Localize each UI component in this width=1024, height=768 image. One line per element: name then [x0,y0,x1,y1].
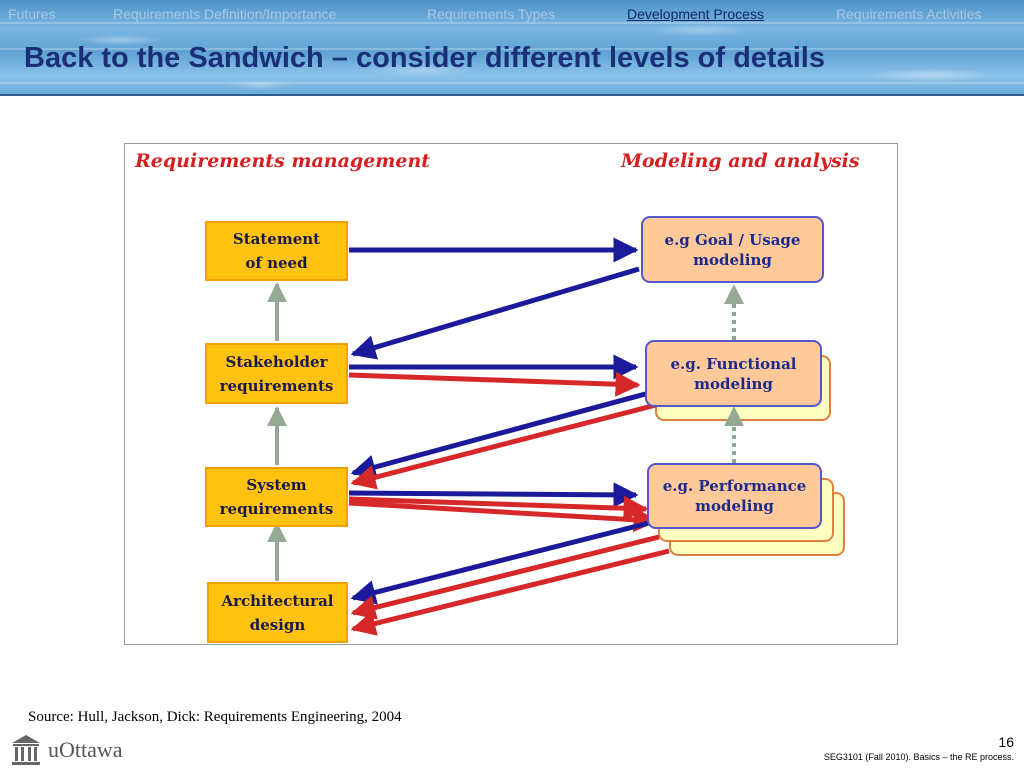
heading-modeling-and-analysis: Modeling and analysis [621,150,860,172]
arrow-goal-to-stakeholder [350,266,640,360]
header-wave [0,48,1024,50]
arrow-stakeholder-to-functional-variant [348,371,641,397]
arrow-system-to-performance-variant-1 [348,495,649,521]
arrow-performance-variant-1-to-architecture [350,534,660,620]
box-functional-modeling: e.g. Functional modeling [645,340,822,407]
header-wave [0,22,1024,24]
box-stakeholder-requirements: Stakeholder requirements [205,343,348,404]
arrow-system-to-performance [348,482,639,508]
arrow-performance-to-architecture [350,520,650,605]
header-band: Futures Requirements Definition/Importan… [0,0,1024,95]
arrow-system-to-performance-variant-2 [348,500,659,533]
diagram-arrows [267,237,744,636]
nav-item-requirements-types[interactable]: Requirements Types [427,6,556,22]
course-label: SEG3101 (Fall 2010). Basics – the RE pro… [823,752,1014,762]
box-goal-usage-modeling: e.g Goal / Usage modeling [641,216,824,283]
box-performance-modeling: e.g. Performance modeling [647,463,822,529]
university-building-icon [12,735,40,765]
heading-requirements-management: Requirements management [135,150,431,172]
nav-item-development-process[interactable]: Development Process [627,6,764,22]
box-system-requirements: System requirements [205,467,348,527]
uottawa-logo: uOttawa [10,733,150,767]
nav-item-futures[interactable]: Futures [8,6,56,22]
header-divider [0,94,1024,96]
nav-item-requirements-activities[interactable]: Requirements Activities [836,6,982,22]
header-wave [0,82,1024,84]
box-architectural-design: Architectural design [207,582,348,643]
source-citation: Source: Hull, Jackson, Dick: Requirement… [28,709,402,725]
nav-item-requirements-definition[interactable]: Requirements Definition/Importance [113,6,337,22]
box-statement-of-need: Statement of need [205,221,348,281]
page-number: 16 [998,734,1014,750]
arrow-functional-variant-to-system [350,402,657,490]
arrow-performance-variant-2-to-architecture [350,548,670,636]
arrow-functional-to-system [350,390,650,480]
logo-text: uOttawa [48,737,123,762]
section-nav: Futures Requirements Definition/Importan… [0,6,1024,26]
slide-title: Back to the Sandwich – consider differen… [24,42,825,74]
